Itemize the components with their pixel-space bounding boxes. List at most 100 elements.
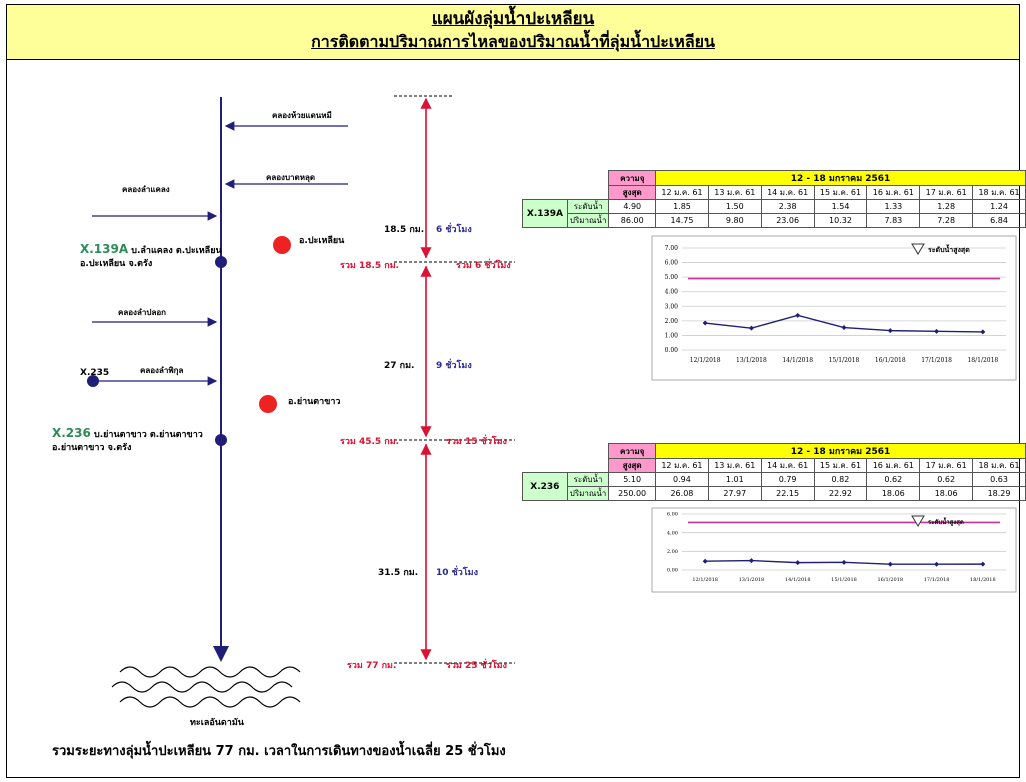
- chart-x236-ytick-label: 6.00: [667, 512, 678, 518]
- chart-x139a-xtick-label: 12/1/2018: [690, 357, 721, 364]
- chart-x236-ytick-label: 2.00: [667, 549, 678, 555]
- chart-x236-ytick-label: 0.00: [667, 568, 678, 574]
- table-x139a-cell: 86.00: [608, 213, 657, 228]
- page-subtitle: การติดตามปริมาณการไหลของปริมาณน้ำที่ลุ่ม…: [311, 32, 715, 51]
- station-x236-code: X.236: [52, 426, 91, 440]
- station-x236-loc1: บ.ย่านตาขาว ต.ย่านตาขาว: [91, 429, 203, 440]
- table-x139a-cell: 1.50: [707, 199, 762, 214]
- sea-label: ทะเลอันดามัน: [190, 717, 245, 728]
- chart-x236-legend-triangle-icon: [911, 515, 925, 527]
- table-x139a-day: 16 ม.ค. 61: [866, 185, 921, 200]
- chart-x139a-xtick-label: 17/1/2018: [921, 357, 952, 364]
- segment-3-time: 10 ชั่วโมง: [436, 565, 478, 578]
- table-x236-cell: 18.06: [866, 486, 921, 501]
- chart-x236-xtick-label: 12/1/2018: [692, 577, 718, 583]
- table-x139a-cell: 1.54: [813, 199, 868, 214]
- table-x236-cell: 0.94: [655, 472, 709, 487]
- tributary-lam-phikun-label: คลองลำพิกุล: [140, 366, 183, 376]
- chart-x236-legend-label: ระดับน้ำสูงสุด: [928, 516, 964, 527]
- chart-x236-level-point: [748, 558, 754, 564]
- chart-x236-xtick-label: 18/1/2018: [970, 577, 996, 583]
- table-x236-day: 14 ม.ค. 61: [760, 458, 815, 473]
- page-header: แผนผังลุ่มน้ำปะเหลียน การติดตามปริมาณการ…: [6, 4, 1020, 60]
- chart-x236-xtick-label: 14/1/2018: [785, 577, 811, 583]
- table-x236-cell: 18.06: [919, 486, 974, 501]
- table-x139a-cell: 10.32: [813, 213, 868, 228]
- table-x236-cell: 18.29: [972, 486, 1026, 501]
- chart-x139a-ytick-label: 3.00: [665, 303, 679, 310]
- chart-x139a-ytick-label: 7.00: [665, 245, 679, 252]
- table-x139a-day: 14 ม.ค. 61: [760, 185, 815, 200]
- chart-x236-level-point: [702, 558, 708, 564]
- table-x139a-max-header-line1: ความจุ: [620, 173, 645, 183]
- page-title: แผนผังลุ่มน้ำปะเหลียน: [431, 9, 595, 29]
- chart-x139a-ytick-label: 1.00: [665, 332, 679, 339]
- table-x236-row-label: ระดับน้ำ: [566, 472, 610, 487]
- sea-waves-icon: [111, 666, 301, 708]
- station-x236-dot: [215, 434, 227, 446]
- chart-x139a-level-point: [841, 325, 847, 331]
- table-x236-cell: 0.79: [760, 472, 815, 487]
- chart-x139a-xtick-label: 13/1/2018: [736, 357, 767, 364]
- table-x139a-cell: 7.83: [866, 213, 921, 228]
- table-x139a-max-header: ความจุ: [608, 170, 657, 186]
- chart-x236-xtick-label: 13/1/2018: [739, 577, 765, 583]
- table-x139a-row-label: ระดับน้ำ: [566, 199, 610, 214]
- segment-2-total-distance: รวม 45.5 กม.: [340, 437, 399, 447]
- table-x139a-max-header-line2: สูงสุด: [608, 185, 657, 200]
- chart-x139a-ytick-label: 5.00: [665, 274, 679, 281]
- table-x139a-row-label: ปริมาณน้ำ: [566, 213, 610, 228]
- chart-x139a-xtick-label: 16/1/2018: [875, 357, 906, 364]
- table-x236-cell: 26.08: [655, 486, 709, 501]
- table-x139a-cell: 4.90: [608, 199, 657, 214]
- segment-1-total-distance: รวม 18.5 กม.: [340, 261, 399, 271]
- town-palian-dot: [273, 236, 291, 254]
- chart-x139a-level-point: [795, 312, 801, 318]
- table-x139a-cell: 23.06: [760, 213, 815, 228]
- tributary-lam-khlaeng-label: คลองลำแคลง: [122, 185, 170, 194]
- table-x236-cell: 250.00: [608, 486, 656, 501]
- table-x236-day: 18 ม.ค. 61: [972, 458, 1026, 473]
- chart-x139a-level-point: [748, 325, 754, 331]
- table-x236-max-header: ความจุ: [608, 443, 656, 459]
- table-x139a-week: 12 - 18 มกราคม 2561: [655, 170, 1026, 186]
- table-x236-cell: 0.82: [813, 472, 868, 487]
- table-x236-day: 17 ม.ค. 61: [919, 458, 974, 473]
- chart-x139a-frame: [651, 235, 1017, 381]
- table-x139a-cell: 7.28: [919, 213, 974, 228]
- table-x139a-cell: 1.85: [655, 199, 709, 214]
- station-x236-label: X.236 บ.ย่านตาขาว ต.ย่านตาขาว: [52, 426, 203, 440]
- station-x235-code: X.235: [80, 368, 109, 378]
- tributary-lam-plok-label: คลองลำปลอก: [118, 308, 166, 317]
- table-x236-day: 12 ม.ค. 61: [655, 458, 709, 473]
- station-x139a-label: X.139A บ.ลำแคลง ต.ปะเหลียน: [80, 242, 222, 256]
- station-x139a-loc2: อ.ปะเหลียน จ.ตรัง: [80, 258, 152, 269]
- chart-x236-level-point: [841, 559, 847, 565]
- chart-x236-xtick-label: 16/1/2018: [877, 577, 903, 583]
- table-x236-cell: 22.92: [813, 486, 868, 501]
- table-x139a-cell: 14.75: [655, 213, 709, 228]
- station-x139a-loc1: บ.ลำแคลง ต.ปะเหลียน: [128, 245, 222, 256]
- station-x139a-code: X.139A: [80, 242, 129, 256]
- table-x236-cell: 27.97: [707, 486, 762, 501]
- chart-x139a-xtick-label: 14/1/2018: [782, 357, 813, 364]
- chart-x236-level-point: [795, 560, 801, 566]
- table-x139a-day: 18 ม.ค. 61: [972, 185, 1026, 200]
- table-x236: ความจุ 12 - 18 มกราคม 2561 สูงสุด 12 ม.ค…: [522, 443, 1026, 501]
- table-x139a: ความจุ 12 - 18 มกราคม 2561 สูงสุด 12 ม.ค…: [522, 170, 1026, 228]
- station-x139a-dot: [215, 256, 227, 268]
- table-x236-cell: 5.10: [608, 472, 656, 487]
- tributary-bat-lut-label: คลองบาตหลุด: [266, 173, 315, 183]
- chart-x139a-legend-label: ระดับน้ำสูงสุด: [928, 243, 970, 255]
- table-x139a-cell: 1.33: [866, 199, 921, 214]
- table-x236-cell: 0.62: [919, 472, 974, 487]
- table-x139a-cell: 9.80: [707, 213, 762, 228]
- chart-x139a-ytick-label: 6.00: [665, 260, 679, 267]
- town-yantakhao-dot: [259, 395, 277, 413]
- table-x236-cell: 22.15: [760, 486, 815, 501]
- town-yantakhao-label: อ.ย่านตาขาว: [288, 396, 340, 407]
- table-x236-week: 12 - 18 มกราคม 2561: [655, 443, 1026, 459]
- table-x236-max-header-line2: สูงสุด: [608, 458, 656, 473]
